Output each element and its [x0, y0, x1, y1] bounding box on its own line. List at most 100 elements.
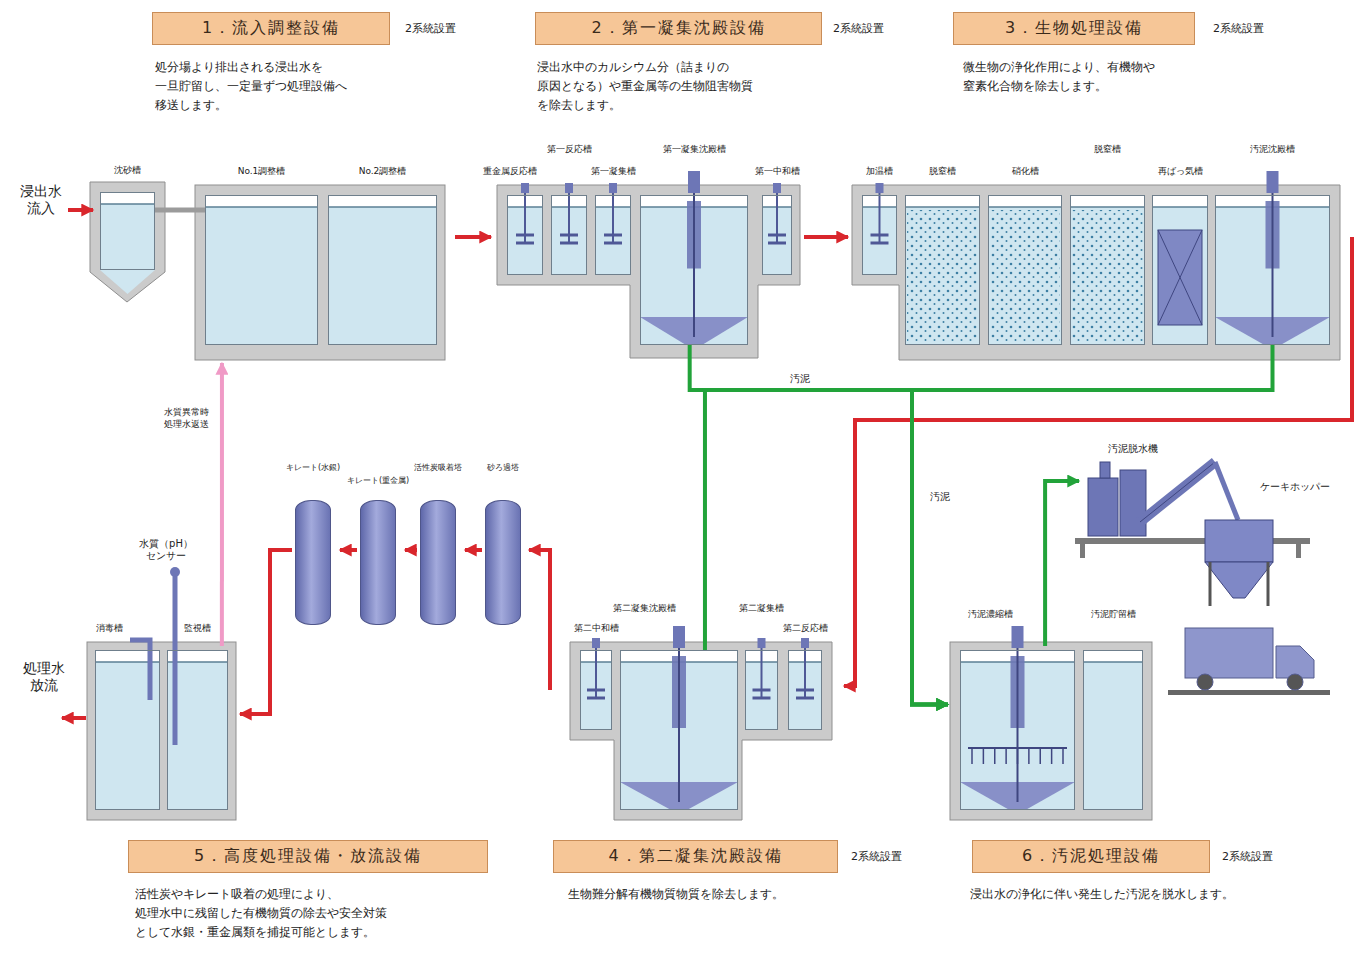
cake-hopper: [1215, 462, 1238, 520]
note-text: 2系統設置: [833, 20, 884, 38]
adsorption-tower: キレート(水銀): [295, 500, 331, 625]
tank-water: [551, 207, 587, 275]
tank-water: [100, 203, 155, 205]
tank-water: [693, 193, 695, 337]
dosing-pipe: [130, 640, 150, 700]
tank-water: [988, 206, 1062, 208]
tank-water: [1272, 193, 1274, 337]
section-title: 1．流入調整設備: [202, 18, 340, 39]
tank-water: [565, 183, 573, 193]
tank-water: [994, 748, 996, 764]
pipe-label-text: 水質異常時 処理水返送: [164, 407, 209, 429]
dewatering-machine: [1120, 470, 1146, 536]
section-title: 3．生物処理設備: [1005, 18, 1143, 39]
tank-water: [516, 234, 534, 237]
tank-label: 第二反応槽: [783, 624, 828, 633]
tank-label: 第二凝集槽: [739, 604, 784, 613]
ph-sensor: [173, 572, 178, 745]
connector-layer: [155, 210, 1352, 714]
tank-water: [788, 650, 822, 730]
tank-label: 監視槽: [184, 624, 211, 633]
tank-label: 脱窒槽: [1094, 145, 1121, 154]
tank: 重金属反応槽: [507, 195, 543, 275]
tank-water: [762, 195, 792, 275]
water-pipe: [340, 548, 357, 552]
tank-water: [524, 193, 526, 243]
tank-water: [1215, 195, 1330, 345]
note-text: 2系統設置: [405, 20, 456, 38]
tank: 第二凝集沈殿槽: [620, 650, 738, 810]
section-title: 2．第一凝集沈殿設備: [591, 18, 765, 39]
tank-label: キレート(重金属): [347, 477, 409, 485]
description-text: 浸出水中のカルシウム分（詰まりの 原因となる）や重金属等の生物阻害物質 を除去し…: [537, 58, 877, 116]
cake-hopper: [1209, 562, 1212, 606]
tank-water: [551, 195, 587, 275]
tank-water: [587, 689, 605, 692]
tank-water: [1072, 210, 1143, 343]
tank-water: [905, 195, 980, 345]
tank-water: [1083, 650, 1143, 810]
sludge-pipe: [705, 390, 948, 704]
basin: [852, 185, 1340, 360]
tank-water: [560, 242, 578, 245]
description-text: 微生物の浄化作用により、有機物や 窒素化合物を除去します。: [963, 58, 1283, 96]
tank: 硝化槽: [988, 195, 1062, 345]
tank: 第一凝集槽: [595, 195, 631, 275]
tank-water: [1017, 648, 1019, 802]
tank-water: [1215, 206, 1330, 208]
tank-label: 汚泥脱水機: [1108, 444, 1158, 454]
tank-water: [905, 206, 980, 208]
tank-water: [580, 661, 612, 663]
tank-water: [1083, 661, 1143, 663]
tank: No.2調整槽: [328, 195, 437, 345]
tank-water: [988, 207, 1062, 345]
cake-hopper: [1205, 562, 1273, 598]
flow-arrow: [62, 210, 93, 718]
tank-water: [796, 689, 814, 692]
tank-water: [604, 242, 622, 245]
tank-label: 脱窒槽: [929, 167, 956, 176]
tank-label: 活性炭吸着塔: [414, 464, 462, 472]
tank: 第二反応槽: [788, 650, 822, 730]
tank: 沈砂槽: [100, 192, 155, 270]
note-text: 2系統設置: [1213, 20, 1264, 38]
tank-water: [551, 206, 587, 208]
truck: [1287, 674, 1303, 690]
tank-water: [1017, 748, 1019, 764]
dewatering-machine: [1075, 538, 1310, 544]
tank-water: [862, 206, 897, 208]
tank-water: [612, 193, 614, 243]
basin: [90, 182, 165, 302]
tank-water: [745, 650, 778, 730]
tank-water: [640, 207, 748, 345]
tank-water: [688, 171, 700, 193]
dewatering-machine: [1080, 544, 1085, 558]
tank-water: [990, 210, 1060, 343]
tank-water: [167, 661, 228, 663]
tank: 脱窒槽: [1070, 195, 1145, 345]
return-pipe: [220, 363, 224, 646]
tank-label: 砂ろ過塔: [487, 464, 519, 472]
description-text: 処理水 放流: [8, 660, 80, 694]
tank-water: [1158, 230, 1202, 325]
description-text: 処分場より排出される浸出水を 一旦貯留し、一定量ずつ処理設備へ 移送します。: [155, 58, 445, 116]
tank-label: 第一凝集沈殿槽: [663, 145, 726, 154]
tank-water: [971, 748, 973, 764]
tank-label: 加温槽: [866, 167, 893, 176]
tank-water: [1070, 195, 1145, 345]
tank-water: [640, 195, 748, 345]
tank-water: [907, 210, 978, 343]
tank-water: [1215, 317, 1330, 345]
tank-water: [1266, 201, 1280, 269]
tank-water: [1070, 207, 1145, 345]
tank-water: [753, 689, 771, 692]
dewatering-machine: [1140, 462, 1215, 522]
tank-water: [960, 650, 1075, 810]
tank-water: [1158, 230, 1202, 325]
tank-label: No.1調整槽: [238, 167, 286, 176]
tank-water: [1215, 207, 1330, 345]
